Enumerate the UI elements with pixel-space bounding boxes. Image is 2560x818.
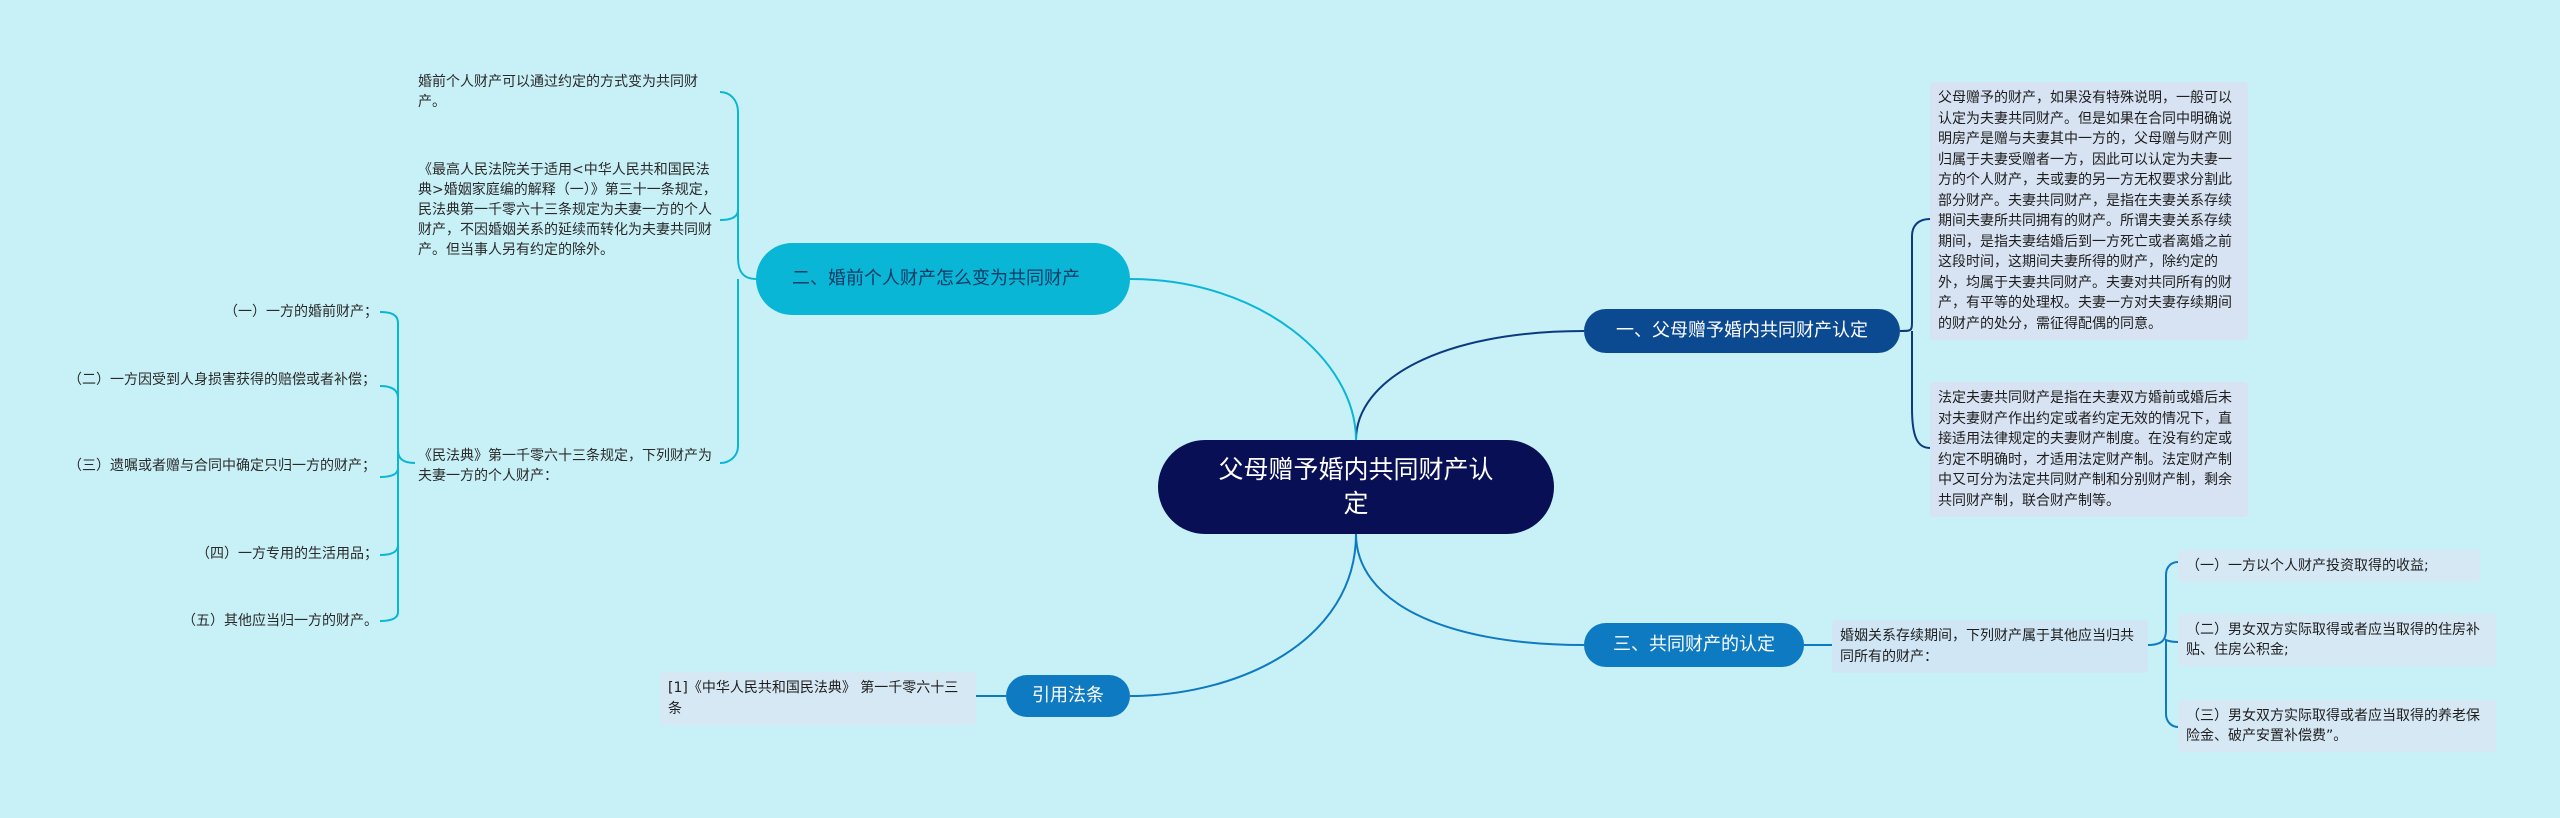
- branch-label: 一、父母赠予婚内共同财产认定: [1616, 320, 1868, 341]
- link-root-left1: [1129, 278, 1357, 441]
- detail-text: 婚姻关系存续期间，下列财产属于其他应当归共同所有的财产：: [1840, 628, 2134, 665]
- branch-cited-law[interactable]: 引用法条: [1006, 675, 1130, 717]
- link-root-right2: [1355, 533, 1585, 646]
- list-item-joint-property-1: （一）一方以个人财产投资取得的收益;: [2178, 550, 2480, 582]
- link-right2-bracket: [2147, 561, 2179, 728]
- link-right1-bracket: [1899, 218, 1931, 449]
- item-text: （五）其他应当归一方的财产。: [182, 613, 378, 629]
- detail-box-joint-property-intro: 婚姻关系存续期间，下列财产属于其他应当归共同所有的财产：: [1832, 620, 2148, 673]
- item-text: （四）一方专用的生活用品；: [196, 546, 378, 562]
- detail-box-gift-explanation: 父母赠予的财产，如果没有特殊说明，一般可以认定为夫妻共同财产。但是如果在合同中明…: [1930, 82, 2248, 340]
- item-text: （二）一方因受到人身损害获得的赔偿或者补偿；: [68, 372, 376, 388]
- detail-judicial-interpretation: 《最高人民法院关于适用<中华人民共和国民法典>婚姻家庭编的解释（一）》第三十一条…: [418, 160, 718, 260]
- root-title: 父母赠予婚内共同财产认定: [1218, 455, 1494, 518]
- detail-text: 《最高人民法院关于适用<中华人民共和国民法典>婚姻家庭编的解释（一）》第三十一条…: [418, 162, 717, 258]
- branch-label: 三、共同财产的认定: [1613, 634, 1775, 655]
- item-text: （三）遗嘱或者赠与合同中确定只归一方的财产；: [68, 458, 376, 474]
- item-text: （二）男女双方实际取得或者应当取得的住房补贴、住房公积金;: [2186, 622, 2480, 658]
- detail-text: 婚前个人财产可以通过约定的方式变为共同财产。: [418, 74, 698, 110]
- branch-label: 引用法条: [1032, 685, 1104, 706]
- item-text: （三）男女双方实际取得或者应当取得的养老保险金、破产安置补偿费”。: [2186, 708, 2480, 744]
- detail-box-statutory-property: 法定夫妻共同财产是指在夫妻双方婚前或婚后未对夫妻财产作出约定或者约定无效的情况下…: [1930, 382, 2248, 517]
- list-item-personal-property-3: （三）遗嘱或者赠与合同中确定只归一方的财产；: [68, 456, 378, 476]
- detail-text: 《民法典》第一千零六十三条规定，下列财产为夫妻一方的个人财产：: [418, 448, 712, 484]
- detail-text: [1]《中华人民共和国民法典》 第一千零六十三条: [668, 680, 959, 717]
- detail-civil-code-1063: 《民法典》第一千零六十三条规定，下列财产为夫妻一方的个人财产：: [418, 446, 718, 486]
- list-item-joint-property-2: （二）男女双方实际取得或者应当取得的住房补贴、住房公积金;: [2178, 614, 2496, 666]
- list-item-personal-property-2: （二）一方因受到人身损害获得的赔偿或者补偿；: [68, 370, 378, 390]
- link-root-right1: [1355, 330, 1585, 441]
- link-left1-sub-bracket: [379, 311, 416, 622]
- detail-box-cited-law[interactable]: [1]《中华人民共和国民法典》 第一千零六十三条: [660, 672, 976, 725]
- link-left1-bracket: [719, 91, 757, 464]
- root-node[interactable]: 父母赠予婚内共同财产认定: [1158, 440, 1554, 534]
- list-item-joint-property-3: （三）男女双方实际取得或者应当取得的养老保险金、破产安置补偿费”。: [2178, 700, 2496, 752]
- detail-text: 父母赠予的财产，如果没有特殊说明，一般可以认定为夫妻共同财产。但是如果在合同中明…: [1938, 90, 2232, 332]
- list-item-personal-property-4: （四）一方专用的生活用品；: [60, 544, 378, 564]
- item-text: （一）一方的婚前财产；: [224, 304, 378, 320]
- detail-text: 法定夫妻共同财产是指在夫妻双方婚前或婚后未对夫妻财产作出约定或者约定无效的情况下…: [1938, 390, 2232, 509]
- list-item-personal-property-5: （五）其他应当归一方的财产。: [60, 611, 378, 631]
- link-root-left2: [1129, 533, 1357, 697]
- branch-label: 二、婚前个人财产怎么变为共同财产: [792, 268, 1080, 289]
- item-text: （一）一方以个人财产投资取得的收益;: [2186, 558, 2429, 574]
- branch-joint-property-identification[interactable]: 三、共同财产的认定: [1584, 623, 1804, 667]
- detail-premarital-agreement: 婚前个人财产可以通过约定的方式变为共同财产。: [418, 72, 718, 112]
- branch-parent-gift-identification[interactable]: 一、父母赠予婚内共同财产认定: [1584, 309, 1900, 353]
- branch-premarital-to-joint[interactable]: 二、婚前个人财产怎么变为共同财产: [756, 243, 1130, 315]
- list-item-personal-property-1: （一）一方的婚前财产；: [60, 302, 378, 322]
